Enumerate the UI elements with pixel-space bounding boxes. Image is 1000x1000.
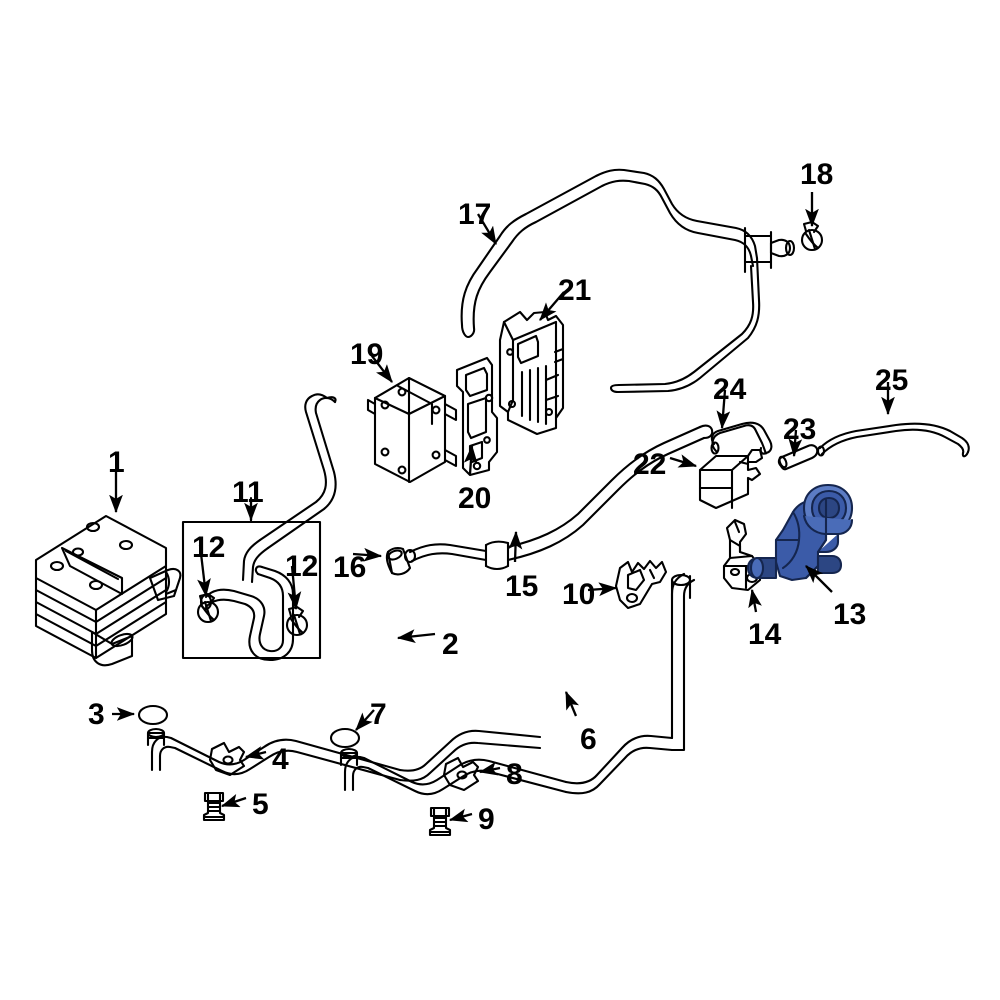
leader-4 (244, 746, 267, 760)
part-25-long-vacuum-line (816, 422, 970, 458)
leader-22 (669, 454, 698, 468)
leader-16 (352, 547, 383, 562)
part-10-line-mounting-bracket (614, 559, 668, 610)
leader-14 (748, 588, 762, 613)
callout-16[interactable]: 16 (333, 551, 367, 584)
part-22-vacuum-solenoid-valve (698, 448, 764, 510)
callout-14[interactable]: 14 (748, 618, 782, 651)
part-1-engine-oil-cooler (34, 514, 182, 667)
leader-7 (355, 709, 375, 731)
leader-17 (477, 213, 497, 245)
part-9-hex-flange-bolt (428, 806, 452, 837)
callout-20[interactable]: 20 (458, 482, 492, 515)
part-19-heat-exchanger (366, 376, 458, 484)
callout-2[interactable]: 2 (442, 628, 459, 661)
part-3-o-ring-seal (137, 704, 169, 726)
callout-8[interactable]: 8 (506, 758, 523, 791)
callout-9[interactable]: 9 (478, 803, 495, 836)
leader-9 (448, 808, 473, 823)
callout-15[interactable]: 15 (505, 570, 539, 603)
callout-25[interactable]: 25 (875, 364, 909, 397)
callout-18[interactable]: 18 (800, 158, 834, 191)
callout-23[interactable]: 23 (783, 413, 817, 446)
leader-24 (716, 389, 731, 430)
callout-19[interactable]: 19 (350, 338, 384, 371)
leader-13 (805, 565, 833, 593)
part-7-o-ring-seal (329, 727, 361, 749)
callout-24[interactable]: 24 (713, 373, 747, 406)
leader-6 (564, 690, 580, 717)
callout-12-right[interactable]: 12 (285, 550, 319, 583)
callout-7[interactable]: 7 (370, 698, 387, 731)
callout-10[interactable]: 10 (562, 578, 596, 611)
leader-19 (371, 355, 393, 383)
leader-20 (463, 444, 478, 475)
callout-4[interactable]: 4 (272, 743, 289, 776)
leader-12a (197, 544, 211, 598)
part-23-connector-tube (777, 444, 819, 471)
leader-5 (220, 793, 247, 808)
part-14-pump-mounting-bracket (722, 518, 762, 592)
callout-17[interactable]: 17 (458, 198, 492, 231)
part-20-exchanger-gasket (455, 356, 499, 477)
part-4-line-retaining-clip (208, 741, 246, 777)
part-18-hose-clamp (800, 220, 824, 252)
leader-2 (396, 629, 436, 644)
callout-5[interactable]: 5 (252, 788, 269, 821)
callout-22[interactable]: 22 (633, 448, 667, 481)
callout-1[interactable]: 1 (108, 446, 125, 479)
callout-11[interactable]: 11 (232, 476, 264, 509)
leader-15 (508, 530, 523, 563)
leader-21 (539, 291, 565, 321)
part-16-line-end-cap (385, 546, 412, 576)
part-2-coolant-line-lower-left (146, 727, 542, 782)
callout-3[interactable]: 3 (88, 698, 105, 731)
leader-8 (478, 761, 501, 776)
part-24-short-vacuum-hose (710, 421, 773, 455)
leader-23 (788, 429, 803, 458)
callout-13[interactable]: 13 (833, 598, 867, 631)
part-5-hex-flange-bolt (202, 791, 226, 822)
callout-6[interactable]: 6 (580, 723, 597, 756)
part-21-exchanger-bracket (498, 310, 565, 436)
part-17-upper-coolant-hose (460, 168, 796, 394)
leader-12b (287, 565, 302, 611)
part-8-line-retaining-clip (442, 756, 480, 792)
part-13-auxiliary-water-pump (746, 483, 854, 582)
leader-10 (587, 582, 618, 597)
callout-12-left[interactable]: 12 (192, 531, 226, 564)
callout-21[interactable]: 21 (558, 274, 592, 307)
